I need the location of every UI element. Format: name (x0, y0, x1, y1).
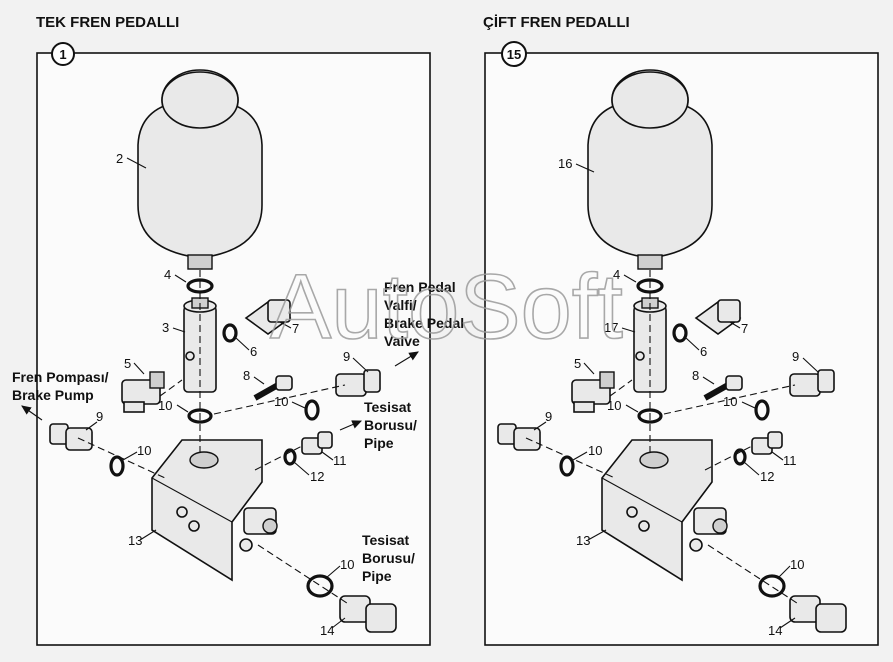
callout-7: 7 (292, 321, 299, 336)
callout-10: 10 (790, 557, 804, 572)
valve-body (183, 297, 217, 393)
fitting (789, 595, 847, 633)
fitting (335, 369, 381, 397)
o-ring (758, 574, 786, 598)
callout-3: 3 (162, 320, 169, 335)
pressure-switch (244, 299, 292, 335)
label-brake-pump: Fren Pompası/ Brake Pump (12, 369, 112, 403)
callout-2: 2 (116, 151, 123, 166)
callout-10: 10 (137, 443, 151, 458)
callout-17: 17 (604, 320, 618, 335)
callout-9: 9 (792, 349, 799, 364)
bolt (703, 375, 743, 401)
panel-title: TEK FREN PEDALLI (36, 14, 179, 31)
callout-13: 13 (128, 533, 142, 548)
callout-8: 8 (692, 368, 699, 383)
label-brake-pedal-valve: Fren Pedal Valfi/ Brake Pedal Valve (384, 279, 468, 349)
callout-12: 12 (760, 469, 774, 484)
callout-6: 6 (250, 344, 257, 359)
fitting (339, 595, 397, 633)
o-ring (222, 323, 238, 343)
fitting (789, 369, 835, 397)
o-ring (306, 574, 334, 598)
callout-10: 10 (607, 398, 621, 413)
callout-4: 4 (164, 267, 171, 282)
callout-10: 10 (588, 443, 602, 458)
callout-11: 11 (333, 453, 347, 468)
callout-10: 10 (274, 394, 288, 409)
panel-badge (51, 42, 75, 66)
callout-4: 4 (613, 267, 620, 282)
fitting (751, 431, 783, 455)
valve-body (633, 297, 667, 393)
panel-badge (501, 41, 527, 67)
callout-10: 10 (723, 394, 737, 409)
bolt (253, 375, 293, 401)
callout-14: 14 (768, 623, 782, 638)
label-pipe: Tesisat Borusu/ Pipe (364, 399, 421, 451)
panel-badge-number: 1 (59, 47, 66, 62)
watermark: AutoSoft (270, 256, 623, 358)
callout-8: 8 (243, 368, 250, 383)
o-ring (672, 323, 688, 343)
callout-16: 16 (558, 156, 572, 171)
panel-badge-number: 15 (507, 47, 521, 62)
accumulator (137, 69, 263, 270)
panel-frame (36, 52, 431, 646)
callout-5: 5 (124, 356, 131, 371)
accumulator (587, 69, 713, 270)
pressure-switch (694, 299, 742, 335)
callout-5: 5 (574, 356, 581, 371)
o-ring (109, 455, 125, 477)
manifold-block (151, 439, 278, 582)
manifold-block (601, 439, 728, 582)
callout-10: 10 (340, 557, 354, 572)
bleed-valve (121, 371, 165, 413)
callout-12: 12 (310, 469, 324, 484)
callout-11: 11 (783, 453, 797, 468)
callout-13: 13 (576, 533, 590, 548)
callout-10: 10 (158, 398, 172, 413)
panel-double-pedal: ÇİFT FREN PEDALLI 15 16 4 17 6 (483, 14, 879, 646)
callout-9: 9 (343, 349, 350, 364)
callout-9-left: 9 (96, 409, 103, 424)
fitting (301, 431, 333, 455)
bleed-valve (571, 371, 615, 413)
o-ring (637, 408, 663, 424)
callout-14: 14 (320, 623, 334, 638)
o-ring (187, 408, 213, 424)
o-ring (733, 448, 747, 466)
o-ring (304, 399, 320, 421)
panel-single-pedal: TEK FREN PEDALLI 1 2 4 3 6 (12, 14, 468, 646)
callout-9-left: 9 (545, 409, 552, 424)
o-ring (754, 399, 770, 421)
callout-7: 7 (741, 321, 748, 336)
o-ring (283, 448, 297, 466)
label-pipe: Tesisat Borusu/ Pipe (362, 532, 419, 584)
callout-6: 6 (700, 344, 707, 359)
panel-title: ÇİFT FREN PEDALLI (483, 14, 630, 31)
